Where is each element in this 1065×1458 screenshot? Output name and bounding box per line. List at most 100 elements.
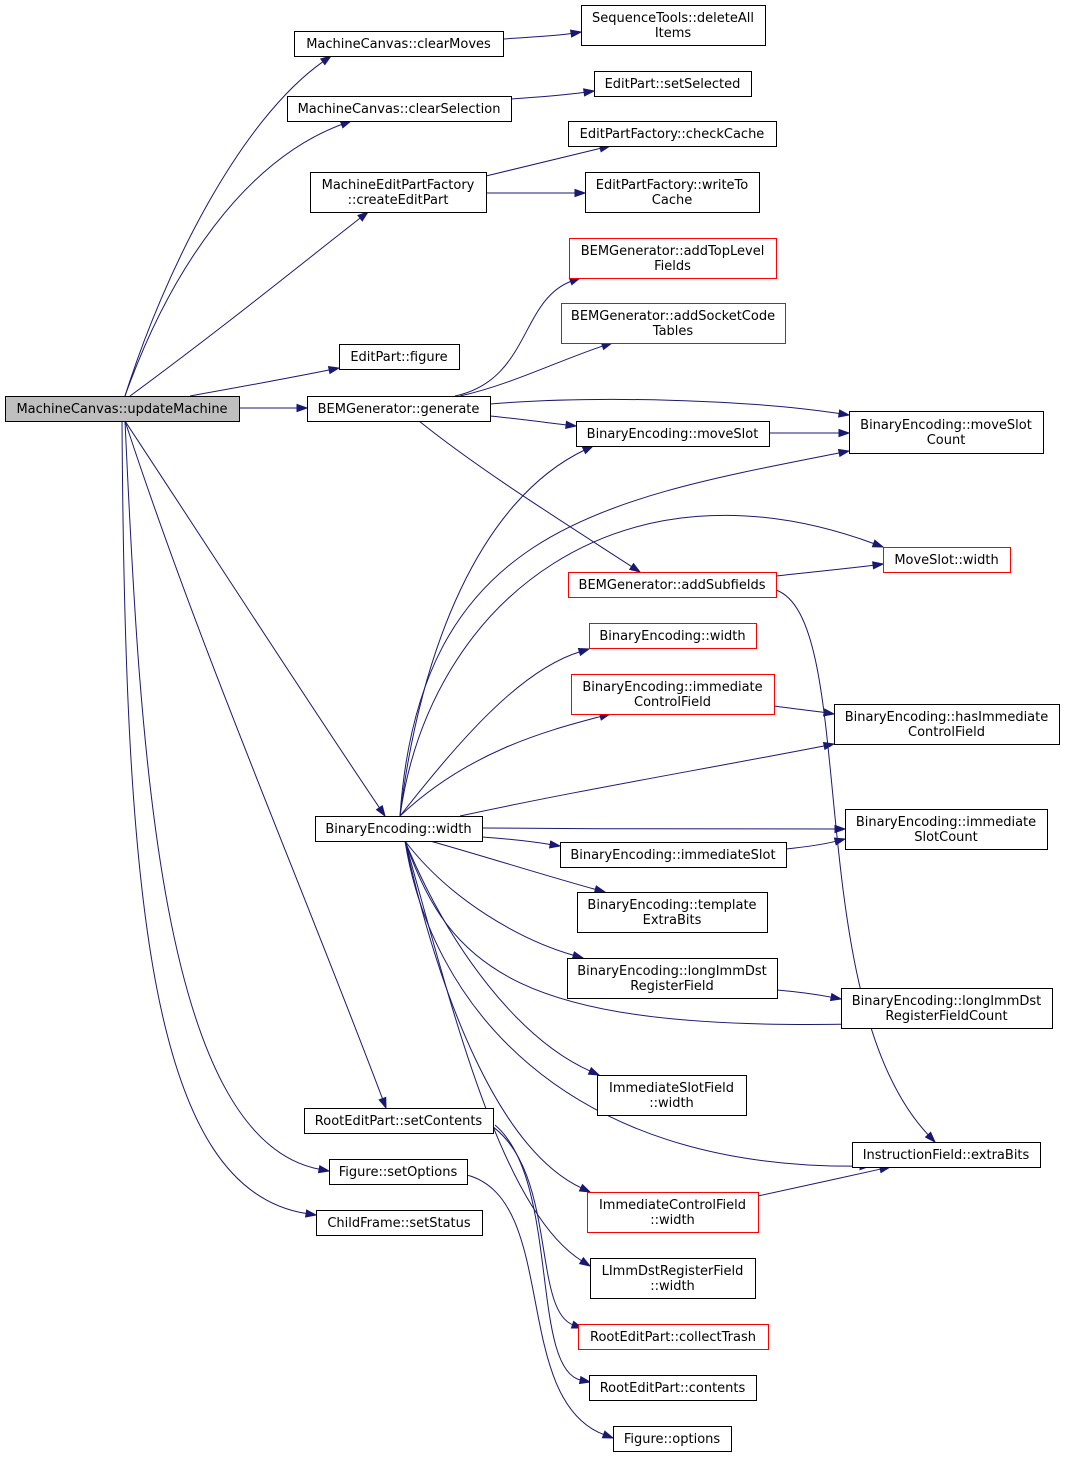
node-beWidth[interactable]: BinaryEncoding::width: [315, 816, 483, 842]
node-figure[interactable]: EditPart::figure: [339, 344, 460, 370]
node-contents[interactable]: RootEditPart::contents: [589, 1375, 757, 1401]
node-box: [310, 172, 487, 213]
edge-line: [404, 840, 583, 1189]
node-label: BEMGenerator::addSocketCode: [571, 309, 775, 324]
edge-line: [399, 449, 586, 817]
node-label: BinaryEncoding::moveSlot: [860, 418, 1032, 433]
arrowhead-icon: [339, 120, 353, 129]
node-moveSlot[interactable]: BinaryEncoding::moveSlot: [576, 421, 770, 447]
arrowhead-icon: [569, 29, 583, 38]
node-beWidthRed[interactable]: BinaryEncoding::width: [589, 623, 757, 649]
node-label: Figure::setOptions: [339, 1165, 458, 1180]
edge-updateMachine-to-createEditPart: [129, 211, 370, 397]
node-clearMoves[interactable]: MachineCanvas::clearMoves: [294, 31, 504, 57]
edge-beWidth-to-immediateControlField: [399, 712, 612, 817]
node-checkCache[interactable]: EditPartFactory::checkCache: [568, 121, 777, 147]
edge-line: [459, 745, 826, 817]
node-collectTrash[interactable]: RootEditPart::collectTrash: [578, 1324, 769, 1350]
node-moveSlotWidth[interactable]: MoveSlot::width: [883, 547, 1011, 573]
arrowhead-icon: [601, 1430, 615, 1439]
arrowhead-icon: [317, 1164, 331, 1174]
node-lImmDstRegisterFieldWidth[interactable]: LImmDstRegisterField::width: [590, 1258, 756, 1299]
node-addSubfields[interactable]: BEMGenerator::addSubfields: [568, 572, 777, 598]
node-setOptions[interactable]: Figure::setOptions: [329, 1159, 468, 1185]
edge-updateMachine-to-beWidth: [124, 420, 386, 818]
node-longImmDstRegisterFieldCount[interactable]: BinaryEncoding::longImmDstRegisterFieldC…: [841, 988, 1053, 1029]
node-label: EditPart::figure: [350, 350, 447, 365]
node-label: BEMGenerator::addSubfields: [579, 578, 766, 593]
node-label: RegisterFieldCount: [885, 1009, 1007, 1024]
edge-line: [124, 420, 321, 1170]
edge-line: [775, 589, 930, 1136]
node-label: Tables: [652, 324, 694, 339]
edge-line: [404, 840, 591, 1072]
node-updateMachine[interactable]: MachineCanvas::updateMachine: [5, 396, 240, 422]
node-label: Items: [655, 26, 692, 41]
edge-line: [481, 827, 837, 830]
edge-moveSlot-to-moveSlotCount: [768, 428, 851, 438]
node-options[interactable]: Figure::options: [613, 1426, 732, 1452]
node-setStatus[interactable]: ChildFrame::setStatus: [316, 1210, 483, 1236]
node-immediateSlotFieldWidth[interactable]: ImmediateSlotField::width: [597, 1075, 747, 1116]
arrowhead-icon: [571, 951, 585, 960]
edge-line: [429, 840, 597, 891]
node-label: BinaryEncoding::immediate: [856, 815, 1036, 830]
node-label: ::width: [649, 1096, 694, 1111]
edges-layer: [121, 29, 937, 1439]
edge-longImmDstRegisterField-to-longImmDstRegisterFieldCount: [776, 989, 843, 1002]
node-immediateSlot[interactable]: BinaryEncoding::immediateSlot: [560, 842, 787, 868]
node-label: Figure::options: [624, 1432, 721, 1447]
node-clearSelection[interactable]: MachineCanvas::clearSelection: [287, 96, 512, 122]
arrowhead-icon: [568, 277, 582, 286]
node-generate[interactable]: BEMGenerator::generate: [307, 396, 491, 422]
edge-line: [404, 840, 583, 1262]
node-box: [883, 547, 1011, 573]
node-label: ExtraBits: [643, 913, 702, 928]
node-label: ControlField: [634, 695, 711, 710]
node-label: Cache: [652, 193, 692, 208]
arrowhead-icon: [833, 837, 847, 846]
node-box: [845, 809, 1048, 850]
edge-line: [124, 60, 324, 397]
node-extraBits[interactable]: InstructionField::extraBits: [852, 1142, 1041, 1168]
edge-line: [418, 420, 633, 568]
node-box: [578, 1324, 769, 1350]
arrowhead-icon: [628, 562, 642, 573]
edge-generate-to-addSocketCodeTables: [459, 342, 614, 397]
edge-line: [776, 989, 833, 998]
arrowhead-icon: [838, 428, 851, 438]
edge-beWidth-to-immediateSlotCount: [481, 824, 847, 834]
node-label: BinaryEncoding::immediate: [582, 680, 762, 695]
node-label: BinaryEncoding::template: [587, 898, 756, 913]
edge-line: [775, 564, 875, 577]
node-immediateControlFieldWidth[interactable]: ImmediateControlField::width: [587, 1192, 759, 1233]
edge-updateMachine-to-clearSelection: [124, 120, 353, 397]
node-label: ::width: [650, 1213, 695, 1228]
edge-line: [129, 217, 362, 397]
node-label: ImmediateControlField: [599, 1198, 746, 1213]
node-createEditPart[interactable]: MachineEditPartFactory::createEditPart: [310, 172, 487, 213]
arrowhead-icon: [871, 539, 885, 548]
arrowhead-icon: [565, 420, 578, 429]
node-setSelected[interactable]: EditPart::setSelected: [594, 71, 752, 97]
arrowhead-icon: [378, 1096, 387, 1110]
arrowhead-icon: [578, 1183, 592, 1193]
node-label: BEMGenerator::generate: [318, 402, 480, 417]
edge-line: [454, 280, 572, 397]
node-setContents[interactable]: RootEditPart::setContents: [304, 1108, 494, 1134]
arrowhead-icon: [583, 88, 596, 97]
edge-beWidth-to-beWidthRed: [399, 648, 591, 817]
node-label: ImmediateSlotField: [609, 1081, 734, 1096]
node-box: [589, 623, 757, 649]
arrowhead-icon: [837, 409, 851, 418]
